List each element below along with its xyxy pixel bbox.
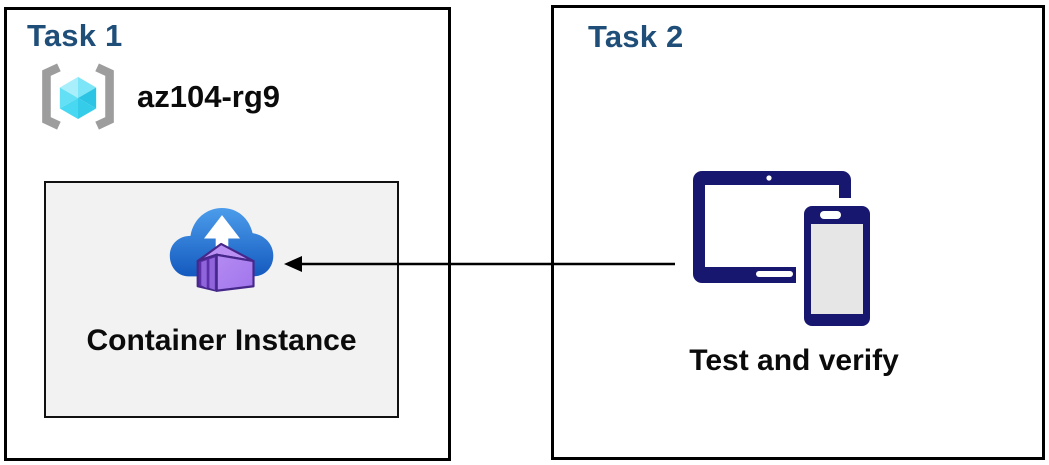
container-instance-label: Container Instance: [86, 324, 357, 357]
task1-title: Task 1: [27, 18, 123, 53]
upload-arrow: [203, 215, 240, 263]
tablet-phone-icon: [693, 171, 874, 331]
container-right-face: [215, 253, 255, 292]
phone-screen: [811, 224, 863, 314]
container-instance-box: Container Instance: [44, 181, 399, 418]
task1-box: Task 1 az104-rg9: [4, 7, 451, 461]
tablet-camera-dot: [766, 175, 772, 181]
container-instance-icon: [169, 207, 273, 292]
resource-group-icon: [42, 63, 114, 130]
resource-group-row: az104-rg9: [35, 60, 280, 134]
resource-group-name: az104-rg9: [137, 79, 281, 114]
tablet-home-bar: [756, 271, 793, 277]
left-arrow-connector: [284, 256, 675, 272]
task2-title: Task 2: [588, 19, 684, 54]
task2-box: Task 2 Test and verify: [551, 5, 1045, 460]
test-verify-label: Test and verify: [689, 344, 899, 377]
phone-earpiece: [820, 211, 841, 219]
arrowhead: [284, 256, 302, 272]
